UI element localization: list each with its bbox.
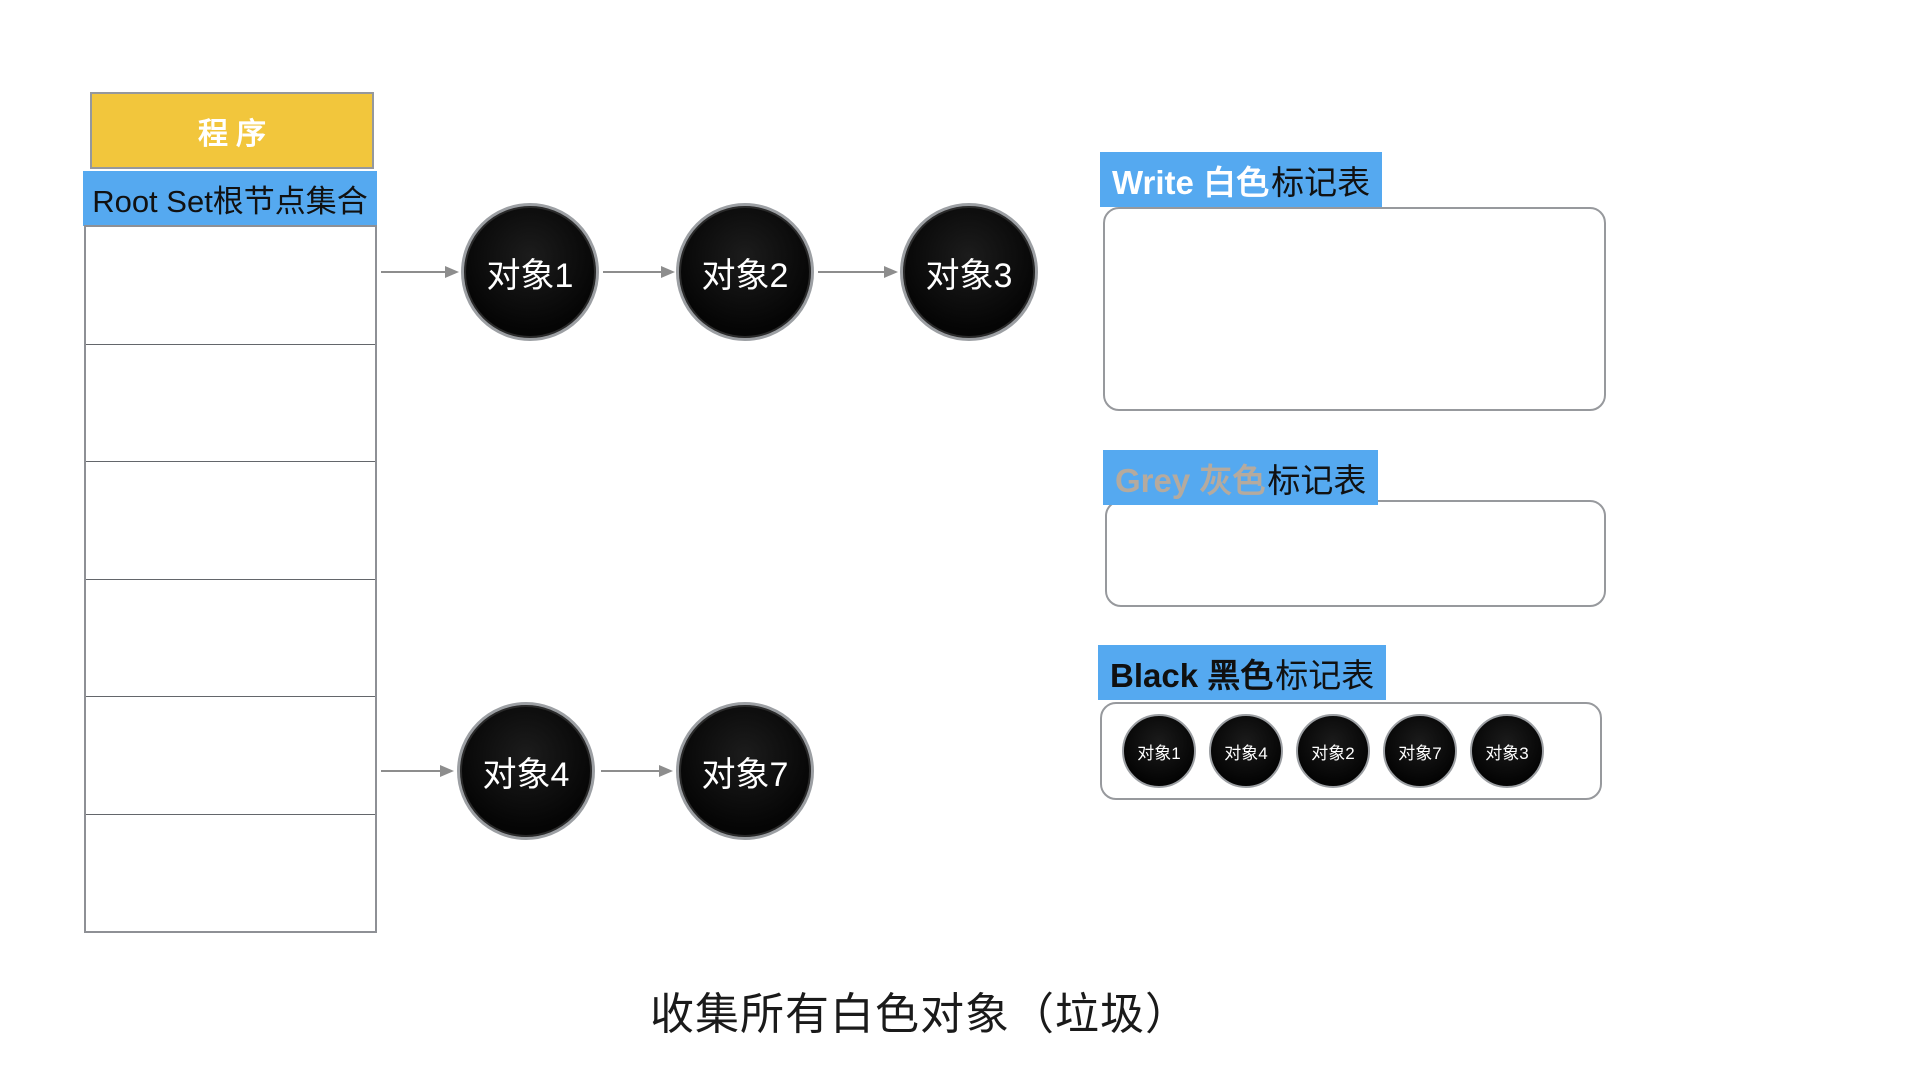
grey-mark-table-label-suffix: 标记表	[1267, 461, 1367, 499]
program-box: 程序	[90, 92, 374, 169]
heap-row	[86, 345, 375, 462]
object-node-1: 对象1	[461, 203, 599, 341]
heap-table	[84, 225, 377, 933]
caption-text: 收集所有白色对象（垃圾）	[650, 990, 1190, 1039]
black-table-item: 对象7	[1383, 714, 1457, 788]
heap-row	[86, 462, 375, 580]
root-set-label: Root Set根节点集合	[83, 171, 377, 226]
heap-row	[86, 580, 375, 697]
black-table-item: 对象4	[1209, 714, 1283, 788]
white-mark-table-label: Write 白色标记表	[1100, 152, 1383, 207]
object-node-3: 对象3	[900, 203, 1038, 341]
black-mark-table-label: Black 黑色标记表	[1098, 645, 1387, 700]
black-mark-table-box: 对象1 对象4 对象2 对象7 对象3	[1100, 702, 1602, 800]
heap-row	[86, 227, 375, 345]
grey-mark-table-label-colored: Grey 灰色	[1115, 461, 1266, 499]
black-mark-table-label-colored: Black 黑色	[1110, 656, 1274, 694]
white-mark-table-label-colored: Write 白色	[1112, 163, 1270, 201]
object-node-2: 对象2	[676, 203, 814, 341]
grey-mark-table-label: Grey 灰色标记表	[1103, 450, 1379, 505]
object-node-7: 对象7	[676, 702, 814, 840]
heap-row	[86, 815, 375, 932]
black-table-item: 对象2	[1296, 714, 1370, 788]
black-table-item: 对象3	[1470, 714, 1544, 788]
object-node-4: 对象4	[457, 702, 595, 840]
grey-mark-table-box	[1105, 500, 1606, 607]
black-table-item: 对象1	[1122, 714, 1196, 788]
black-mark-table-label-suffix: 标记表	[1275, 656, 1375, 694]
heap-row	[86, 697, 375, 815]
white-mark-table-box	[1103, 207, 1606, 411]
white-mark-table-label-suffix: 标记表	[1271, 163, 1371, 201]
